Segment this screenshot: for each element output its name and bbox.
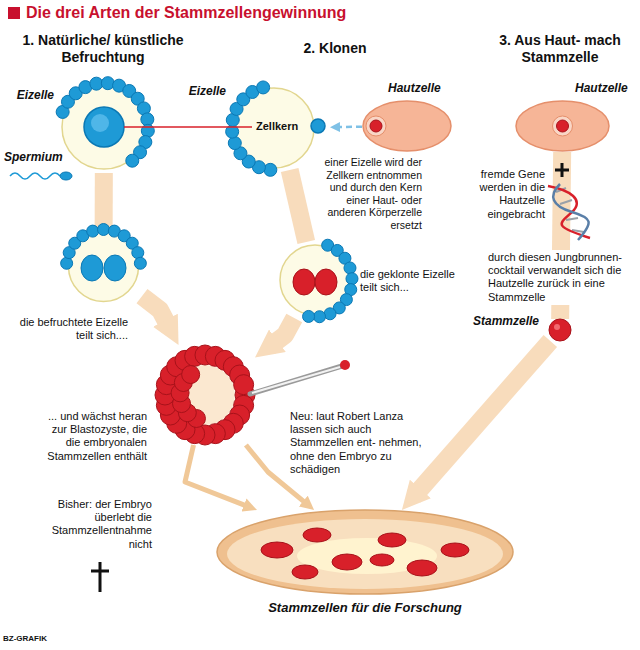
petri-dish-shape	[217, 510, 513, 594]
cell-label: Stammzelle	[442, 314, 539, 328]
pipette-tip	[340, 360, 350, 370]
caption-label: Stammzellen für die Forschung	[217, 600, 513, 616]
step-note: fremde Gene werden in die Hautzelle eing…	[455, 168, 545, 221]
inner-cell-mass	[182, 366, 200, 384]
part-label: Zellkern	[256, 120, 298, 133]
step-note: durch diesen Jungbrunnen- cocktail verwa…	[488, 250, 636, 305]
dish-rim	[217, 510, 513, 594]
skin-cell: Hautzelle	[515, 100, 610, 152]
flow-arrow	[142, 296, 170, 329]
stem-cell-colony	[441, 543, 469, 557]
credit: BZ-GRAFIK	[3, 634, 47, 644]
step-note: ... und wächst heran zur Blastozyste, di…	[35, 410, 147, 463]
follicle-cell	[303, 310, 315, 322]
cell-label: Hautzelle	[575, 81, 628, 95]
dividing-cell-shape	[277, 242, 353, 318]
stem-cell-colony	[370, 554, 394, 566]
stem-cell-colony	[378, 533, 406, 547]
stem-cell-colony	[407, 560, 437, 576]
follicle-cell	[257, 81, 270, 94]
nucleus	[315, 269, 337, 295]
nucleus	[84, 107, 124, 147]
follicle-cell	[344, 262, 356, 274]
step-note: einer Eizelle wird der Zellkern entnomme…	[322, 156, 422, 232]
flow-arrow	[269, 318, 294, 347]
follicle-cell	[126, 154, 139, 167]
flow-arrow	[95, 173, 113, 228]
title: Die drei Arten der Stammzellengewinnung	[26, 3, 346, 22]
column-heading: 1. Natürliche/ künstliche Befruchtung	[15, 32, 191, 66]
dividing-cell: die befruchtete Eizelle teilt sich....	[65, 228, 142, 305]
stem-cell-body	[549, 319, 571, 341]
stem-cell-shape	[549, 319, 571, 341]
follicle-cell	[132, 247, 144, 259]
follicle-cell	[346, 273, 358, 285]
cell-highlight	[554, 324, 560, 330]
cell-label: Eizelle	[178, 84, 226, 98]
column-heading: 3. Aus Haut- mach Stammzelle	[495, 32, 625, 66]
stem-cell-colony	[292, 565, 318, 579]
edge-note: Bisher: der Embryo überlebt die Stammzel…	[36, 498, 152, 551]
pipette	[250, 366, 342, 394]
egg-cell-body	[234, 88, 314, 168]
column-heading: 2. Klonen	[275, 40, 395, 57]
skin-cell-body	[363, 101, 451, 151]
follicle-cell	[61, 257, 73, 269]
follicle-cell	[264, 163, 277, 176]
nucleus-highlight	[91, 114, 109, 132]
flow-arrow	[414, 341, 551, 496]
stem-cell-colony	[261, 542, 293, 558]
nucleus	[104, 255, 126, 281]
follicle-cell	[98, 224, 110, 236]
blastocyst-shape	[155, 345, 255, 445]
title-square	[8, 7, 20, 19]
flow-arrow	[185, 445, 250, 507]
step-note: die geklonte Eizelle teilt sich...	[360, 268, 465, 294]
cell-label: Hautzelle	[388, 81, 441, 95]
nucleus	[311, 119, 325, 133]
flow-arrow	[290, 170, 307, 242]
leader-line	[124, 126, 252, 128]
sperm-tail	[10, 173, 60, 179]
skin-cell: Hautzelle	[362, 100, 452, 152]
pipette-bore	[252, 367, 340, 393]
step-note: die befruchtete Eizelle teilt sich....	[16, 316, 128, 342]
skin-cell-shape	[362, 100, 452, 152]
stem-cell-colony	[303, 528, 331, 542]
nucleus	[81, 255, 103, 281]
flow-arrow	[338, 125, 362, 128]
nucleus	[370, 120, 382, 132]
follicle-cell	[314, 311, 326, 323]
skin-cell-shape	[515, 100, 610, 152]
dish-floor	[227, 519, 503, 589]
nucleus	[293, 269, 315, 295]
petri-dish: Stammzellen für die Forschung	[217, 510, 513, 594]
egg-cell-body	[280, 245, 350, 315]
follicle-cell	[228, 137, 241, 150]
nucleus-ring	[553, 116, 573, 136]
blastocyst: ... und wächst heran zur Blastozyste, di…	[155, 345, 255, 445]
death-cross	[91, 562, 109, 592]
nucleus	[557, 120, 569, 132]
sperm-head	[60, 172, 72, 180]
dividing-cell-shape	[65, 228, 142, 305]
edge-note: Neu: laut Robert Lanza lassen sich auch …	[290, 410, 422, 476]
dna-strand	[553, 184, 588, 240]
follicle-cell	[134, 257, 146, 269]
cell-label: Eizelle	[6, 88, 54, 102]
dividing-cell: die geklonte Eizelle teilt sich...	[277, 242, 353, 318]
plus-symbol	[555, 163, 569, 177]
egg-cell-body	[69, 232, 139, 302]
skin-cell-body	[516, 101, 609, 151]
follicle-cell	[87, 225, 99, 237]
stem-cell: Stammzelle	[549, 319, 571, 341]
stem-cell-colony	[332, 554, 362, 570]
part-label: Spermium	[4, 150, 63, 164]
nucleus-ring	[366, 116, 386, 136]
